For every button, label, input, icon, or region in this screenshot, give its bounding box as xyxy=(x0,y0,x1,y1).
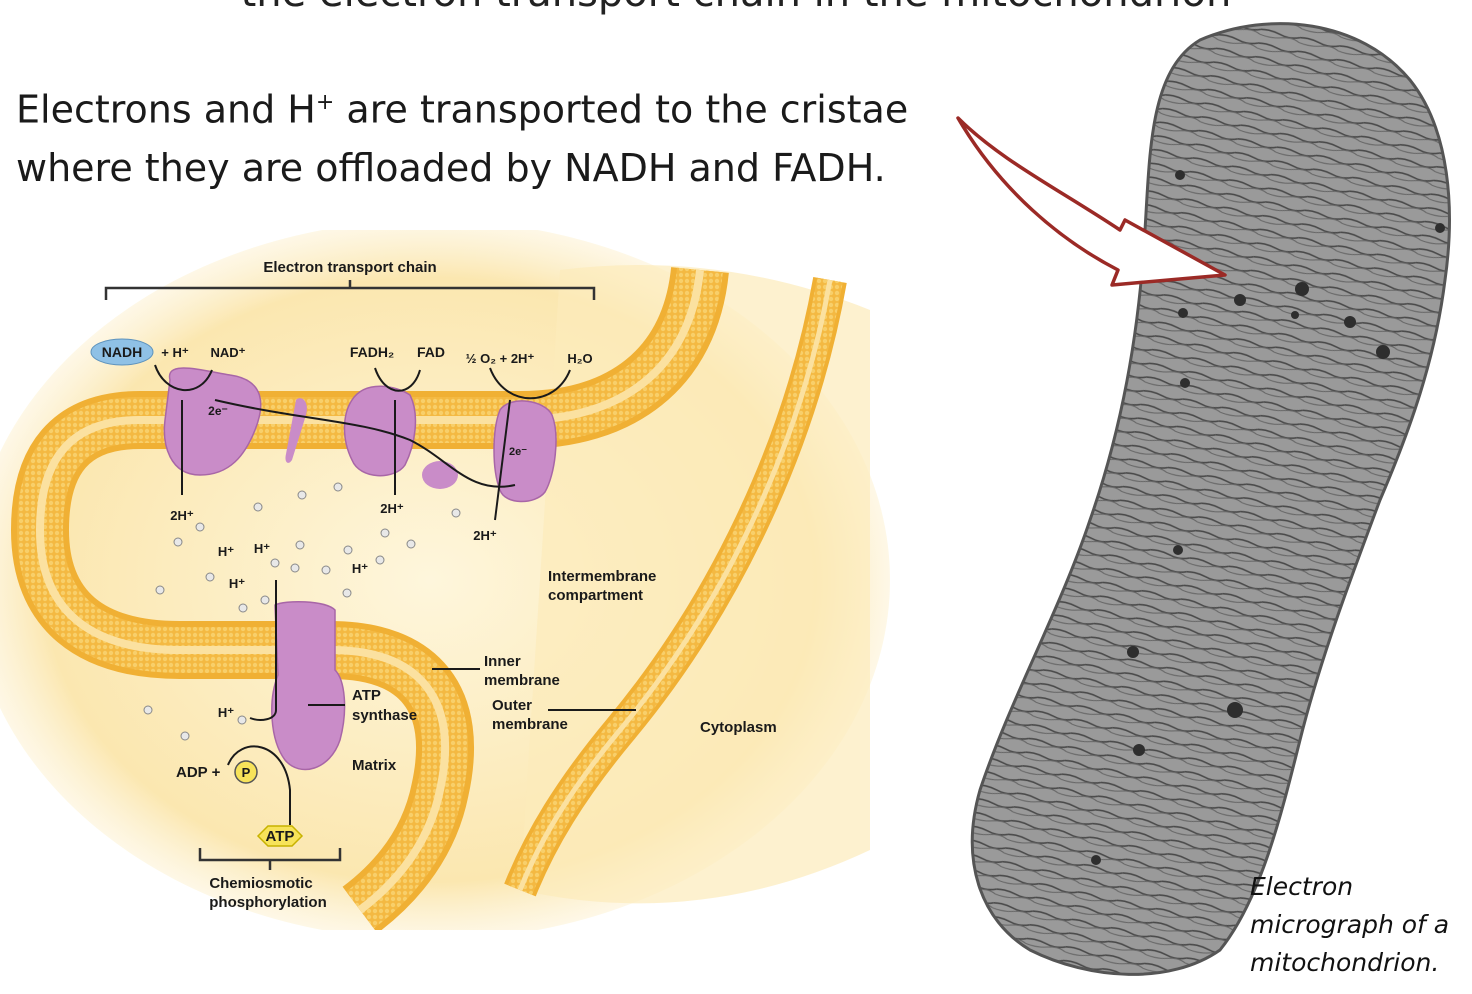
phosphorylation-bracket xyxy=(198,848,342,870)
etc-label: Electron transport chain xyxy=(263,259,436,276)
slide-title: the electron transport chain in the mito… xyxy=(0,0,1472,16)
two-h-label-2: 2H⁺ xyxy=(380,501,404,516)
inner-membrane-label-1: Inner xyxy=(484,653,521,670)
two-h-label-3: 2H⁺ xyxy=(473,528,497,543)
two-e-label-1: 2e⁻ xyxy=(208,404,228,418)
proton-dots xyxy=(143,482,461,741)
coenzyme-q xyxy=(285,398,307,463)
complex-4 xyxy=(493,400,557,503)
h-plus-label: + H⁺ xyxy=(161,345,189,360)
nadh-reaction-arrow xyxy=(154,364,213,391)
chemiosmotic-label-1: Chemiosmotic xyxy=(209,875,312,892)
intro-line-1: Electrons and H+ are transported to the … xyxy=(16,74,908,139)
adp-label: ADP + xyxy=(176,764,221,781)
intro-text: Electrons and H+ are transported to the … xyxy=(16,74,908,197)
two-e-label-2: 2e⁻ xyxy=(509,446,527,458)
outer-membrane-label-1: Outer xyxy=(492,697,532,714)
h-label-3: H⁺ xyxy=(229,576,245,591)
chemiosmotic-label-2: phosphorylation xyxy=(209,894,327,911)
matrix-label: Matrix xyxy=(352,757,397,774)
caption-line-2: micrograph of a xyxy=(1250,910,1450,939)
fadh2-label: FADH₂ xyxy=(350,344,394,360)
nad-plus-label: NAD⁺ xyxy=(210,345,245,360)
mitochondrion-shape xyxy=(970,22,1451,976)
intermembrane-label-2: compartment xyxy=(548,587,643,604)
phosphate-badge xyxy=(234,760,258,784)
o2-reaction-arrow xyxy=(489,367,571,400)
h-label-5: H⁺ xyxy=(218,705,234,720)
inner-membrane-label-2: membrane xyxy=(484,672,560,689)
atp-badge xyxy=(256,825,304,847)
outer-membrane-label-2: membrane xyxy=(492,716,568,733)
o2-label: ½ O₂ + 2H⁺ xyxy=(466,351,535,366)
electron-micrograph xyxy=(956,22,1451,976)
fad-label: FAD xyxy=(417,344,445,360)
intro-line1-post: are transported to the cristae xyxy=(334,87,909,132)
electron-transport-chain-diagram: Electron transport chain NADH + H⁺ NAD⁺ … xyxy=(0,230,890,930)
matrix-granules xyxy=(1091,170,1445,865)
phosphate-label: P xyxy=(242,765,251,780)
proton-pump-arrow-3 xyxy=(494,399,511,521)
atp-synthase-label-1: ATP xyxy=(352,687,381,704)
caption-line-3: mitochondrion. xyxy=(1250,948,1440,977)
cytochrome-c xyxy=(422,461,458,489)
complex-1 xyxy=(163,367,262,476)
atp-synthase-proton-arrow xyxy=(249,580,277,721)
cytoplasm-label: Cytoplasm xyxy=(700,719,777,736)
intermembrane-label-1: Intermembrane xyxy=(548,568,656,585)
nadh-badge xyxy=(90,338,154,366)
atp-label: ATP xyxy=(266,828,295,845)
phosphorylation-arrow xyxy=(227,745,291,825)
micrograph-caption: Electron micrograph of a mitochondrion. xyxy=(1250,868,1449,982)
etc-bracket xyxy=(104,280,596,300)
intro-line-2: where they are offloaded by NADH and FAD… xyxy=(16,145,886,190)
outer-membrane-core xyxy=(517,279,833,891)
electron-path-arrow xyxy=(214,399,516,488)
caption-line-1: Electron xyxy=(1250,872,1354,901)
two-h-label-1: 2H⁺ xyxy=(170,508,194,523)
intro-line1-sup: + xyxy=(315,90,335,115)
intro-line1-pre: Electrons and H xyxy=(16,87,316,132)
atp-synthase xyxy=(271,600,346,771)
pointer-arrow xyxy=(956,116,1227,287)
h-label-1: H⁺ xyxy=(218,544,234,559)
inner-membrane-core xyxy=(35,269,704,914)
h-label-2: H⁺ xyxy=(254,541,270,556)
atp-synthase-label-2: synthase xyxy=(352,707,417,724)
nadh-label: NADH xyxy=(102,344,142,360)
fadh-reaction-arrow xyxy=(374,367,421,392)
h2o-label: H₂O xyxy=(567,351,592,366)
h-label-4: H⁺ xyxy=(352,561,368,576)
